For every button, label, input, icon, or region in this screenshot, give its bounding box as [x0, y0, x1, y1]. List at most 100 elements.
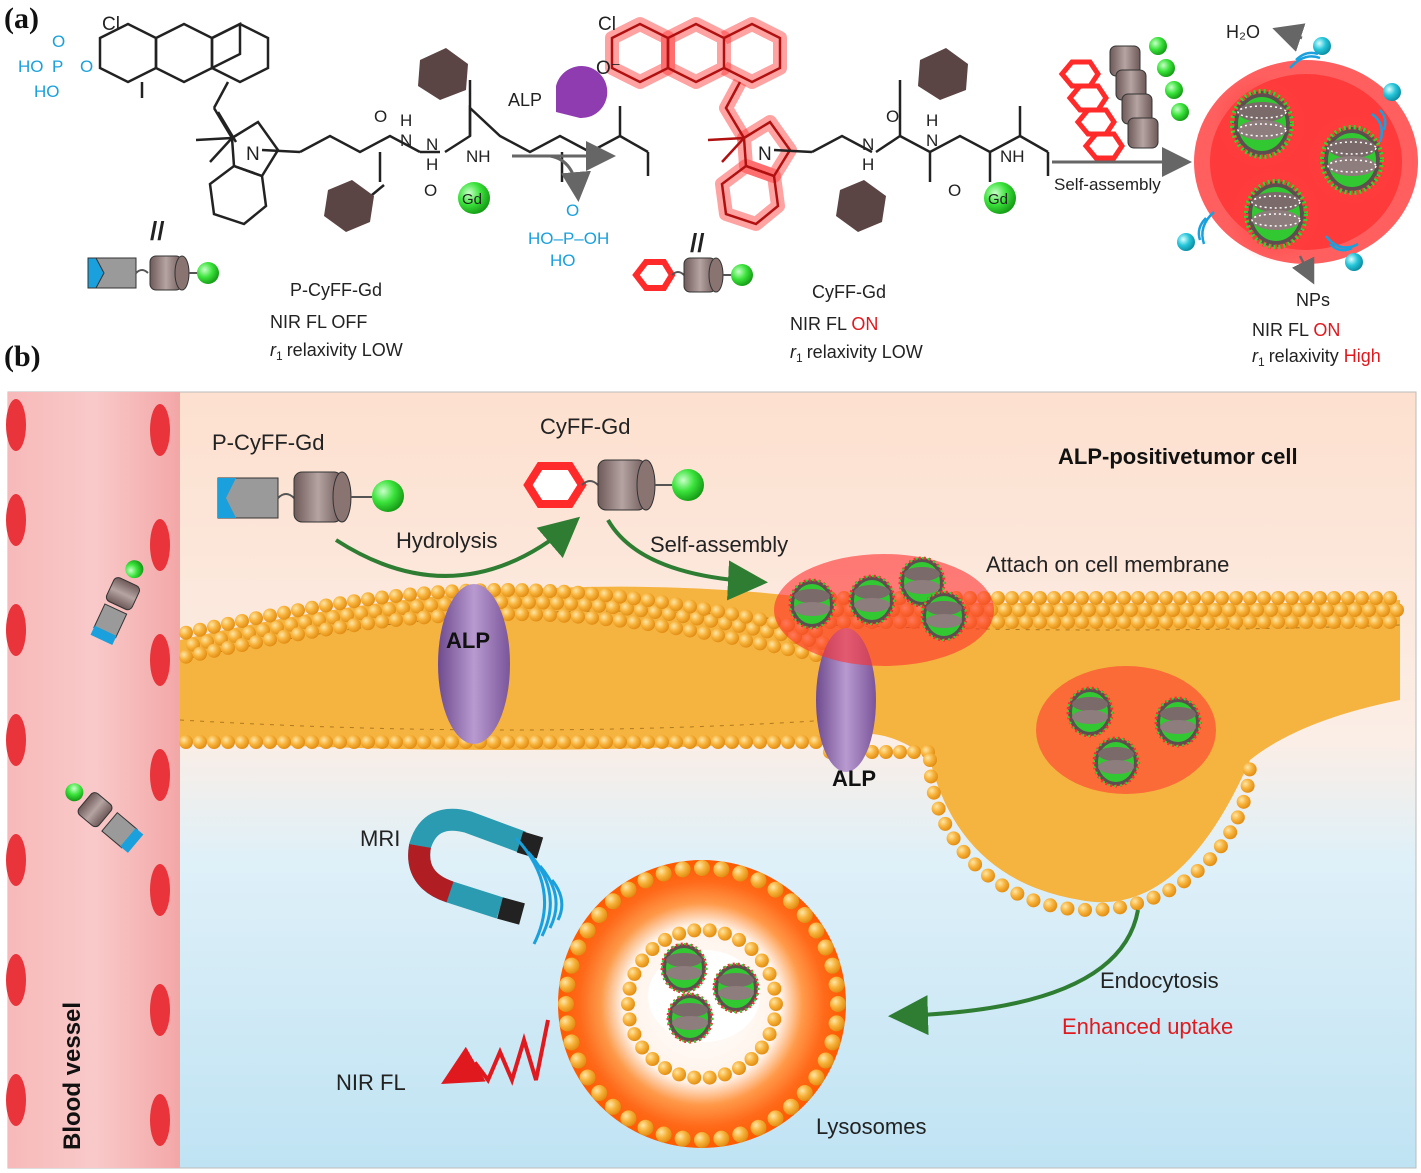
- lysosome-lipid-head: [694, 860, 710, 876]
- lipid-head: [655, 735, 669, 749]
- lysosome-lipid-head: [830, 996, 846, 1012]
- lysosome-inner-lipid-head: [645, 942, 660, 957]
- compound2-name: CyFF-Gd: [812, 282, 886, 302]
- water-label: H₂O: [1226, 22, 1260, 42]
- lipid-head: [1250, 603, 1264, 617]
- lipid-head: [1112, 900, 1127, 915]
- gd-sphere-2: [984, 182, 1016, 214]
- lipid-head: [795, 735, 809, 749]
- lipid-head: [1229, 591, 1243, 605]
- lipid-head: [1201, 591, 1215, 605]
- lipid-head: [508, 595, 522, 610]
- phosphate-ho-1: HO: [18, 57, 44, 76]
- lysosome-inner-lipid-head: [687, 1070, 702, 1085]
- lysosome-inner-lipid-head: [622, 1012, 637, 1027]
- lipid-head: [1229, 615, 1243, 629]
- lipid-head: [599, 735, 613, 749]
- lipid-head: [1383, 615, 1397, 629]
- lipid-head: [1299, 615, 1313, 629]
- lipid-head: [931, 801, 946, 816]
- lipid-head: [1131, 615, 1145, 629]
- compound2-fl: NIR FL ON: [790, 314, 878, 334]
- lipid-head: [277, 629, 291, 644]
- lipid-head: [193, 646, 207, 661]
- lipid-head: [221, 640, 235, 655]
- vessel-probe-2: [65, 783, 144, 853]
- lipid-head: [221, 616, 235, 631]
- lipid-head: [1355, 591, 1369, 605]
- lipid-head: [1166, 603, 1180, 617]
- p-cyff-gd-cartoon: [87, 255, 219, 291]
- lipid-head: [389, 588, 403, 603]
- lipid-head: [1369, 615, 1383, 629]
- lysosome-lipid-head: [563, 957, 580, 974]
- lipid-head: [1180, 603, 1194, 617]
- lipid-head: [613, 589, 627, 604]
- lipid-head: [564, 596, 578, 611]
- compound1-fl: NIR FL OFF: [270, 312, 367, 332]
- phosphate-o: O: [52, 32, 65, 51]
- lipid-head: [1334, 603, 1348, 617]
- lysosome-lipid-head: [637, 872, 654, 889]
- phosphate-p: P: [52, 57, 63, 76]
- equals-mark-1: //: [150, 216, 164, 246]
- lipid-head: [923, 753, 937, 767]
- panel-b-label: (b): [4, 340, 41, 373]
- lysosome-lipid-head: [620, 881, 637, 898]
- lipid-head: [739, 609, 753, 624]
- lipid-head: [403, 611, 417, 626]
- lysosome-lipid-head: [637, 1119, 654, 1136]
- lipid-head: [263, 608, 277, 623]
- lipid-head: [690, 611, 704, 626]
- lipid-head: [382, 602, 396, 617]
- lipid-head: [249, 635, 263, 650]
- lipid-head: [529, 607, 543, 622]
- lipid-head: [515, 735, 529, 749]
- alp-enzyme-label: ALP: [508, 90, 542, 110]
- nir-fl-label: NIR FL: [336, 1070, 406, 1095]
- lipid-head: [515, 583, 529, 598]
- lipid-head: [326, 610, 340, 625]
- lysosome-inner-lipid-head: [702, 1070, 717, 1085]
- lipid-head: [354, 606, 368, 621]
- lipid-head: [585, 735, 599, 749]
- lysosome-lipid-head: [579, 922, 596, 939]
- lysosome-lipid-head: [732, 865, 749, 882]
- lipid-head: [1240, 778, 1255, 793]
- lipid-head: [487, 735, 501, 749]
- lipid-head: [1117, 615, 1131, 629]
- lipid-head: [1190, 863, 1205, 878]
- lipid-head: [946, 831, 961, 846]
- lipid-head: [1033, 591, 1047, 605]
- nplus-label-2: N: [758, 144, 772, 165]
- lipid-head: [585, 586, 599, 601]
- lipid-head: [683, 735, 697, 749]
- panel-a-label: (a): [4, 2, 39, 35]
- lipid-head: [627, 735, 641, 749]
- nir-fl-wave: [441, 1019, 550, 1086]
- nplus-label-1: N: [246, 144, 260, 165]
- byproduct-arrow: [549, 154, 591, 202]
- cyff-gd-cartoon-b: [523, 459, 704, 511]
- lipid-head: [995, 878, 1010, 893]
- cl-label-1: Cl: [102, 14, 120, 35]
- lipid-head: [557, 608, 571, 623]
- lipid-head: [368, 604, 382, 619]
- lipid-head: [1243, 615, 1257, 629]
- lysosome-lipid-head: [732, 1126, 749, 1143]
- lysosome-lipid-head: [824, 957, 841, 974]
- carbonyl-o-1: O: [374, 107, 387, 126]
- cyff-gd-cartoon: [632, 257, 753, 293]
- cl-label-2: Cl: [598, 14, 616, 35]
- self-assembly-label-a: Self-assembly: [1054, 175, 1161, 194]
- lipid-head: [739, 633, 753, 648]
- stacked-monomers-icon: [1058, 37, 1189, 161]
- hydrolysis-arrow: [334, 516, 581, 578]
- lipid-head: [1313, 591, 1327, 605]
- lipid-head: [1390, 603, 1404, 617]
- lysosome-inner-lipid-head: [744, 1051, 759, 1066]
- lipid-head: [578, 597, 592, 612]
- lipid-head: [1012, 603, 1026, 617]
